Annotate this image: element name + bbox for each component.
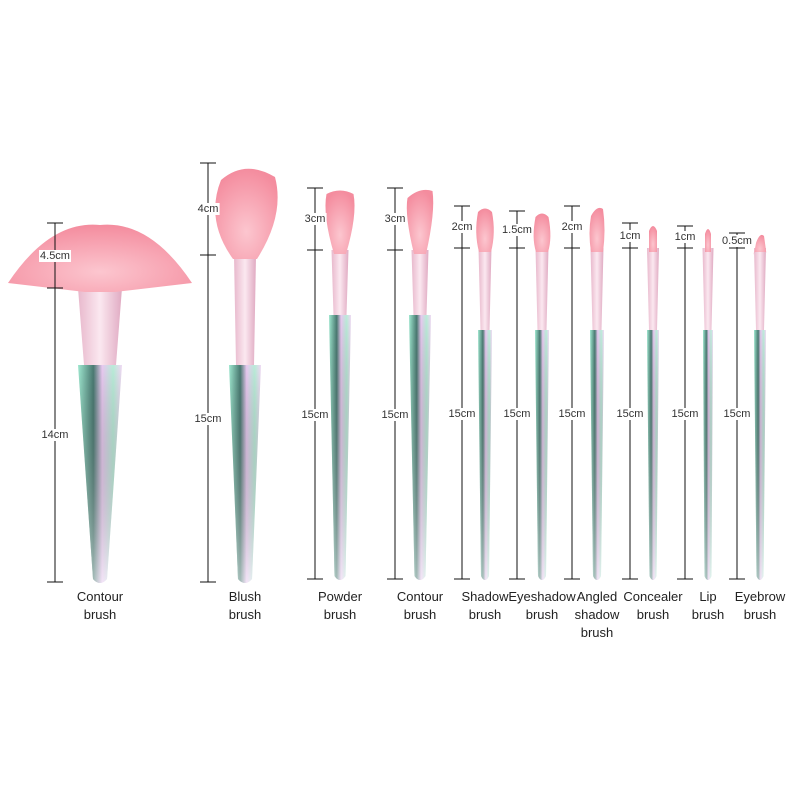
handle-length-label: 15cm — [670, 407, 700, 420]
head-length-label: 2cm — [450, 221, 474, 233]
brush-name-line: Blush — [228, 589, 262, 604]
handle-length-label: 14cm — [40, 429, 70, 441]
handle-length-label: 15cm — [447, 407, 477, 420]
brush-ferrule — [702, 248, 714, 330]
brush-bristles — [8, 224, 192, 292]
brush-handle-shine — [329, 315, 351, 580]
head-length-label: 1.5cm — [501, 223, 533, 236]
handle-length-label: 15cm — [380, 408, 410, 421]
brush-bristles — [406, 189, 434, 254]
brush-name-line: Eyeshadow — [508, 589, 576, 604]
handle-length-label: 15cm — [193, 412, 223, 425]
brush-ferrule — [78, 288, 122, 365]
head-length-label: 2cm — [560, 221, 584, 233]
handle-length-label: 15cm — [502, 407, 532, 420]
brush-name-line: Powder — [317, 589, 363, 604]
brush-ferrule — [478, 248, 492, 330]
head-length-label: 4.5cm — [39, 249, 71, 262]
brush-bristles — [649, 226, 657, 252]
brush-bristles — [215, 168, 278, 259]
head-length-label: 1cm — [673, 231, 697, 243]
brush-bristles — [325, 190, 355, 254]
head-length-label: 1cm — [618, 229, 642, 242]
head-length-label: 0.5cm — [721, 234, 753, 247]
brush-name-label: Contour brush — [60, 588, 140, 624]
brush-name-label: Contour brush — [380, 588, 460, 624]
brush-name-label: Blush brush — [205, 588, 285, 624]
brush-name-line: Contour — [396, 589, 444, 604]
brush-name-line: shadow — [574, 607, 620, 622]
brush-bristles — [533, 213, 551, 252]
brush-name-label: Eyeshadow brush — [502, 588, 582, 624]
brush-name-label: Eyebrow brush — [720, 588, 800, 624]
brush-handle-shine — [478, 330, 492, 580]
brush-name-line: brush — [743, 607, 777, 622]
brush-name-line: Concealer — [623, 589, 683, 604]
brush-name-line: brush — [403, 607, 437, 622]
handle-length-label: 15cm — [722, 407, 752, 420]
brush-handle-shine — [535, 330, 549, 580]
brush-ferrule — [411, 250, 429, 315]
brush-name-line: brush — [691, 607, 725, 622]
brush-handle-shine — [229, 365, 261, 583]
brush-name-line: brush — [636, 607, 670, 622]
brush-ferrule — [535, 248, 549, 330]
brush-ferrule — [331, 250, 349, 315]
brush-name-label: Lip brush — [668, 588, 748, 624]
brush-name-label: Shadow brush — [445, 588, 525, 624]
brush-name-line: brush — [323, 607, 357, 622]
head-length-label: 4cm — [196, 203, 220, 215]
brush-name-line: Contour — [76, 589, 124, 604]
head-length-label: 3cm — [383, 213, 407, 225]
brush-name-line: Eyebrow — [734, 589, 786, 604]
brush-name-line: brush — [228, 607, 262, 622]
brush-name-line: brush — [468, 607, 502, 622]
brush-name-line: Angled — [576, 589, 618, 604]
brush-name-line: Lip — [699, 589, 717, 604]
brush-ferrule — [647, 248, 659, 330]
brush-name-line: brush — [525, 607, 559, 622]
handle-length-label: 15cm — [557, 407, 587, 420]
brush-name-line: brush — [580, 625, 614, 640]
brush-handle-shine — [590, 330, 604, 580]
brush-bristles — [589, 207, 605, 252]
brush-handle-shine — [647, 330, 659, 580]
brush-bristles — [476, 208, 494, 252]
brush-name-line: Shadow — [461, 589, 509, 604]
brush-ferrule — [234, 255, 256, 365]
brush-name-label: Concealer brush — [613, 588, 693, 624]
brush-handle-shine — [754, 330, 766, 580]
brush-bristles — [705, 229, 711, 252]
brush-name-line: brush — [83, 607, 117, 622]
brush-name-label: Angled shadow brush — [557, 588, 637, 642]
handle-length-label: 15cm — [615, 407, 645, 420]
brush-ferrule — [590, 248, 604, 330]
brush-handle-shine — [409, 315, 431, 580]
brush-bristles — [753, 234, 767, 255]
handle-length-label: 15cm — [300, 408, 330, 421]
brush-handle-shine — [703, 330, 713, 580]
brush-handle-shine — [78, 365, 122, 583]
brush-name-label: Powder brush — [300, 588, 380, 624]
head-length-label: 3cm — [303, 213, 327, 225]
brush-ferrule — [754, 248, 766, 330]
